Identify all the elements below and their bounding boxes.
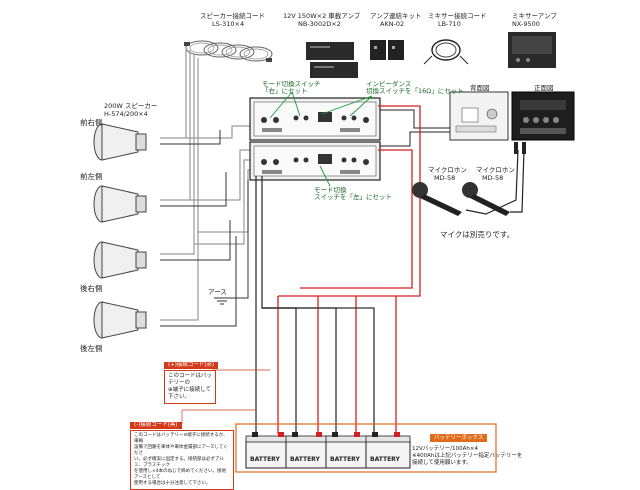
microphone-icon xyxy=(412,182,462,216)
mixer-cord-model: LB-710 xyxy=(438,20,461,28)
speaker-cord-model: LS-310×4 xyxy=(212,20,245,28)
minus-cord-note-line-3: い。必ず確実に固定する。接続部は必ずアルミ、プラスチック xyxy=(134,457,224,468)
mic1-model: MD-58 xyxy=(434,174,456,182)
minus-cord-note: このコードはバッテリー⊖端子に接続するか、車輌 設備で回路を車体や車体金属部にア… xyxy=(130,430,234,490)
link-kit-label: アンプ連結キット xyxy=(370,12,422,20)
mic2-model: MD-58 xyxy=(482,174,504,182)
mic-note: マイクは別売りです。 xyxy=(440,230,515,239)
horn-speaker-icon xyxy=(93,185,147,223)
minus-cord-note-line-2: 設備で回路を車体や車体金属部にアースしてくださ xyxy=(134,445,228,456)
amp-model: NB-3002D×2 xyxy=(298,20,341,28)
horn-speaker-icon xyxy=(93,241,147,279)
minus-cord-note-line-5: 使用する場合は十分注意して下さい。 xyxy=(134,481,211,486)
plus-cord-note-line-2: ⊕端子に接続して下さい。 xyxy=(168,387,211,400)
link-kit-model: AKN-02 xyxy=(380,20,405,28)
minus-cord-note-line-1: このコードはバッテリー⊖端子に接続するか、車輌 xyxy=(134,433,228,444)
amp-stack xyxy=(249,97,381,181)
microphone-icon xyxy=(462,182,510,216)
speaker-cord-label: スピーカー接続コード xyxy=(200,12,265,20)
mixer-cord-coil-icon xyxy=(423,39,469,65)
rear-right-label: 後右側 xyxy=(80,284,103,293)
plus-cord-heading: (+)接続コード(赤) xyxy=(164,362,219,369)
speaker-cord-coils-icon xyxy=(184,40,273,62)
battery-icons xyxy=(245,432,411,469)
battery-label: BATTERY xyxy=(330,456,360,463)
mode-switch-top-label-1: モード切換スイッチ xyxy=(262,80,321,88)
minus-cord-note-line-4: を使用し×4本のねじで締めてください。接地アースとして xyxy=(134,469,226,480)
speaker-group-label: 200W スピーカー xyxy=(104,102,158,110)
amp-label: 12V 150W×2 車載アンプ xyxy=(283,12,361,20)
horn-speaker-icon xyxy=(93,123,147,161)
battery-note-1: 12Vバッテリー/100Ah×4 xyxy=(412,446,478,452)
back-panel-label: 背面図 xyxy=(470,84,490,92)
wiring-diagram xyxy=(160,32,575,473)
mode-switch-top-label-2: 「右」にセット xyxy=(262,87,308,95)
ground-icon xyxy=(214,180,249,305)
mic1-label: マイクロホン xyxy=(428,166,467,174)
battery-label: BATTERY xyxy=(370,456,400,463)
front-right-label: 前右側 xyxy=(80,118,103,127)
minus-cord-heading: (-)接続コード(黒) xyxy=(130,422,182,429)
horn-speaker-icon xyxy=(93,301,147,339)
amp-units-icon xyxy=(306,42,358,78)
plus-cord-note-line-1: このコードはバッテリーの xyxy=(168,373,213,386)
rear-left-label: 後左側 xyxy=(80,344,103,353)
mixer-amp-unit-icon xyxy=(508,32,556,68)
speaker-group-model: H-574/200×4 xyxy=(104,110,148,118)
mixer-panels xyxy=(449,91,575,141)
battery-note-2: ※400Ahは上記バッテリー指定バッテリーを xyxy=(412,453,523,459)
battery-box-label: バッテリーボックス xyxy=(430,434,488,442)
mode-switch-bottom-label-1: モード切換 xyxy=(314,186,347,194)
mixer-amp-label: ミキサーアンプ xyxy=(512,12,557,20)
impedance-label-2: 切換スイッチを「16Ω」にセット xyxy=(366,87,464,95)
mixer-cord-label: ミキサー接続コード xyxy=(428,12,487,20)
battery-label: BATTERY xyxy=(250,456,280,463)
mixer-amp-model: NX-9500 xyxy=(512,20,540,28)
mic2-label: マイクロホン xyxy=(476,166,515,174)
impedance-label-1: インピーダンス xyxy=(366,80,412,88)
front-panel-label: 正面図 xyxy=(534,84,554,92)
battery-label: BATTERY xyxy=(290,456,320,463)
plus-cord-note: このコードはバッテリーの ⊕端子に接続して下さい。 xyxy=(164,370,216,404)
front-left-label: 前左側 xyxy=(80,172,103,181)
mode-switch-bottom-label-2: スイッチを「左」にセット xyxy=(314,193,392,201)
link-kit-icon xyxy=(370,40,404,60)
earth-label: アース xyxy=(208,288,227,296)
battery-note-3: 接続して使用願います。 xyxy=(412,460,472,466)
